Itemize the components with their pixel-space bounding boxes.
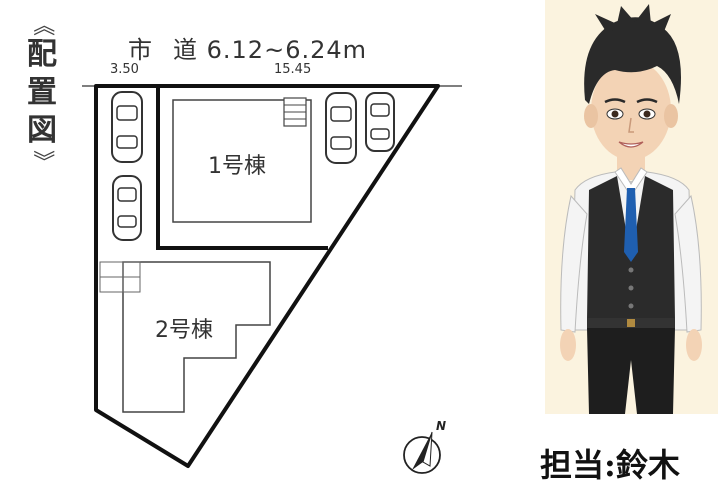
site-plan: N [82, 84, 462, 474]
road-word-2: 道 [173, 36, 198, 64]
building-1-outline [172, 99, 312, 223]
frontage-left-dimension: 3.50 [110, 62, 139, 77]
lot-1-boundary [156, 86, 328, 250]
building-2-outline [122, 261, 271, 413]
title-bracket-close: 》 [30, 149, 55, 172]
salesman-portrait-icon [560, 4, 702, 414]
title-char: 配 [27, 37, 57, 72]
road-word-1: 市 [128, 36, 153, 64]
building-2-label: 2号棟 [155, 318, 213, 343]
north-compass-icon: N [403, 419, 446, 474]
compass-label: N [436, 419, 446, 433]
road-label: 市道 6.12~6.24m [128, 30, 367, 65]
frontage-right-dimension: 15.45 [274, 62, 312, 77]
plan-title: 《 配 置 図 》 [24, 14, 60, 172]
car-icon [365, 92, 395, 152]
car-icon [111, 91, 143, 163]
road-width: 6.12~6.24m [206, 36, 368, 64]
lot-boundary [94, 84, 440, 468]
title-char: 図 [27, 113, 57, 148]
car-icon [112, 175, 142, 241]
agent-label: 担当:鈴木 [540, 446, 680, 484]
car-icon [325, 92, 357, 164]
title-char: 置 [27, 75, 57, 110]
title-bracket-open: 《 [30, 13, 55, 36]
building-1-label: 1号棟 [208, 154, 266, 179]
agent-portrait [545, 0, 718, 414]
